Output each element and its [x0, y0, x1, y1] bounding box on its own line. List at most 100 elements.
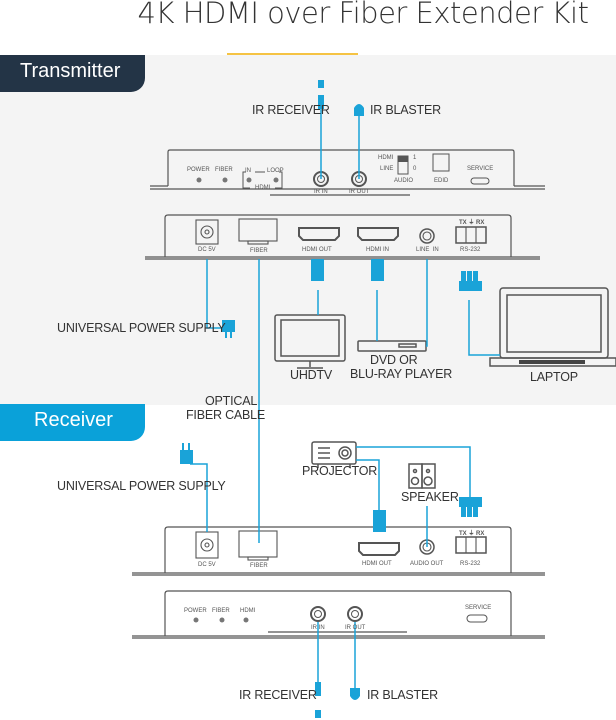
- tx-led-label-power: POWER: [187, 167, 210, 173]
- tx-hdmi-in-port-label: HDMI IN: [366, 247, 389, 253]
- rx-serial-connector: [459, 497, 482, 507]
- projector-serial-cable: [356, 446, 471, 497]
- rx-led-label-hdmi: HDMI: [240, 608, 256, 614]
- rx-ir-in-jack: [310, 606, 326, 622]
- fiber-cable-label-line1: OPTICAL: [205, 394, 258, 408]
- hdmi-in-port: [357, 227, 399, 241]
- edid-button: [432, 153, 450, 172]
- uhdtv-label: UHDTV: [290, 368, 333, 382]
- audio-value-1: 1: [413, 155, 417, 161]
- tx-hdmi-loop-label: LOOP: [267, 168, 284, 174]
- audio-value-0: 0: [413, 166, 417, 172]
- hdmi-connector: [371, 259, 384, 281]
- projector-icon: [311, 441, 357, 468]
- tx-hdmi-in-label: IN: [245, 168, 251, 174]
- blu-ray-player-icon: [357, 340, 427, 352]
- rx-hdmi-out-port: [358, 542, 400, 556]
- tx-power-cable: [206, 259, 222, 329]
- edid-label: EDID: [434, 178, 449, 184]
- hdmi-out-port: [298, 227, 340, 241]
- tx-ir-out-label: IR OUT: [349, 189, 370, 195]
- audio-switch-knob: [398, 156, 408, 162]
- page-title: 4K HDMI over Fiber Extender Kit: [137, 0, 589, 30]
- service-port: [470, 177, 490, 185]
- player-label-line2: BLU-RAY PLAYER: [350, 367, 453, 381]
- power-adapter-icon: [222, 320, 235, 332]
- rx-ir-blaster-icon: [350, 688, 360, 700]
- rx-hdmi-connector: [373, 510, 386, 532]
- rx-service-port: [466, 614, 488, 623]
- laptop-label: LAPTOP: [530, 370, 578, 384]
- rx-fiber-label: FIBER: [250, 563, 268, 569]
- audio-option-line: LINE: [380, 166, 394, 172]
- rx-audio-out-label: AUDIO OUT: [410, 561, 444, 567]
- laptop-serial-cable: [468, 300, 500, 356]
- tx-rs232-pins: TX ⏚ RX: [459, 220, 485, 226]
- tx-hdmi-group-label: HDMI: [255, 185, 271, 191]
- transmitter-section-tab: Transmitter: [0, 55, 145, 92]
- hdmi-loop-led: [273, 177, 279, 183]
- hdmi-connector: [311, 259, 324, 281]
- ir-receiver-connector: [318, 95, 324, 109]
- fiber-led: [222, 177, 228, 183]
- rx-rs232-port: [455, 536, 487, 554]
- rx-dc-5v-label: DC 5V: [198, 562, 216, 568]
- rx-ir-receiver-label: IR RECEIVER: [239, 688, 317, 702]
- speaker-icon: [408, 463, 436, 489]
- line-in-jack: [419, 228, 435, 244]
- tx-front-leds: [196, 177, 279, 183]
- tx-service-label: SERVICE: [467, 166, 494, 172]
- rx-rs232-label: RS-232: [460, 561, 481, 567]
- rx-rs232-pins: TX ⏚ RX: [459, 531, 485, 537]
- title-underline: [227, 53, 358, 56]
- rx-power-cable: [190, 463, 208, 532]
- audio-option-hdmi: HDMI: [378, 155, 394, 161]
- rx-ir-receiver-connector: [315, 682, 321, 696]
- player-label-line1: DVD OR: [370, 353, 418, 367]
- transmitter-section-background: [0, 55, 616, 405]
- serial-connector: [459, 281, 482, 291]
- tx-hdmi-out-label: HDMI OUT: [302, 247, 332, 253]
- rx-ir-in-label: IR IN: [311, 625, 325, 631]
- dc-5v-port: [195, 219, 219, 245]
- tx-ir-in-label: IR IN: [314, 189, 328, 195]
- projector-label: PROJECTOR: [302, 464, 378, 478]
- receiver-section-tab: Receiver: [0, 404, 145, 441]
- receiver-rear-panel: [132, 526, 545, 576]
- rx-ir-out-label: IR OUT: [345, 625, 366, 631]
- audio-switch-label: AUDIO: [394, 178, 414, 184]
- rx-ir-blaster-label: IR BLASTER: [367, 688, 438, 702]
- tx-line-in-label: LINE IN: [416, 247, 439, 253]
- rx-led-label-power: POWER: [184, 608, 207, 614]
- tx-dc-5v-label: DC 5V: [198, 247, 216, 253]
- cables: [190, 103, 500, 690]
- rx-hdmi-out-label: HDMI OUT: [362, 561, 392, 567]
- power-led: [196, 177, 202, 183]
- fiber-cable-label-line2: FIBER CABLE: [186, 408, 266, 422]
- hdmi-in-led: [246, 177, 252, 183]
- rx-power-adapter-icon: [180, 450, 193, 464]
- rx-dc-5v-port: [195, 531, 219, 559]
- tx-ir-blaster-label: IR BLASTER: [370, 103, 441, 117]
- projector-hdmi-cable: [356, 459, 380, 532]
- player-audio-cable: [426, 259, 428, 347]
- rx-power-supply-label: UNIVERSAL POWER SUPPLY: [57, 479, 226, 493]
- rx-service-label: SERVICE: [465, 605, 492, 611]
- tx-power-supply-label: UNIVERSAL POWER SUPPLY: [57, 321, 226, 335]
- transmitter-front-panel: [150, 149, 545, 196]
- uhdtv-icon: [274, 314, 346, 369]
- tx-fiber-label: FIBER: [250, 248, 268, 254]
- tx-rs232-label: RS-232: [460, 247, 481, 253]
- rx-fiber-port: [238, 530, 278, 558]
- rs232-port: [455, 226, 487, 244]
- laptop-icon: [489, 287, 616, 367]
- ir-blaster-icon: [354, 104, 364, 116]
- fiber-port: [238, 218, 278, 242]
- rx-led-label-fiber: FIBER: [212, 608, 230, 614]
- laptop-keyboard: [519, 360, 585, 364]
- receiver-front-panel: [132, 590, 545, 639]
- tx-ir-receiver-label: IR RECEIVER: [252, 103, 330, 117]
- rx-ir-out-jack: [347, 606, 363, 622]
- tx-led-label-fiber: FIBER: [215, 167, 233, 173]
